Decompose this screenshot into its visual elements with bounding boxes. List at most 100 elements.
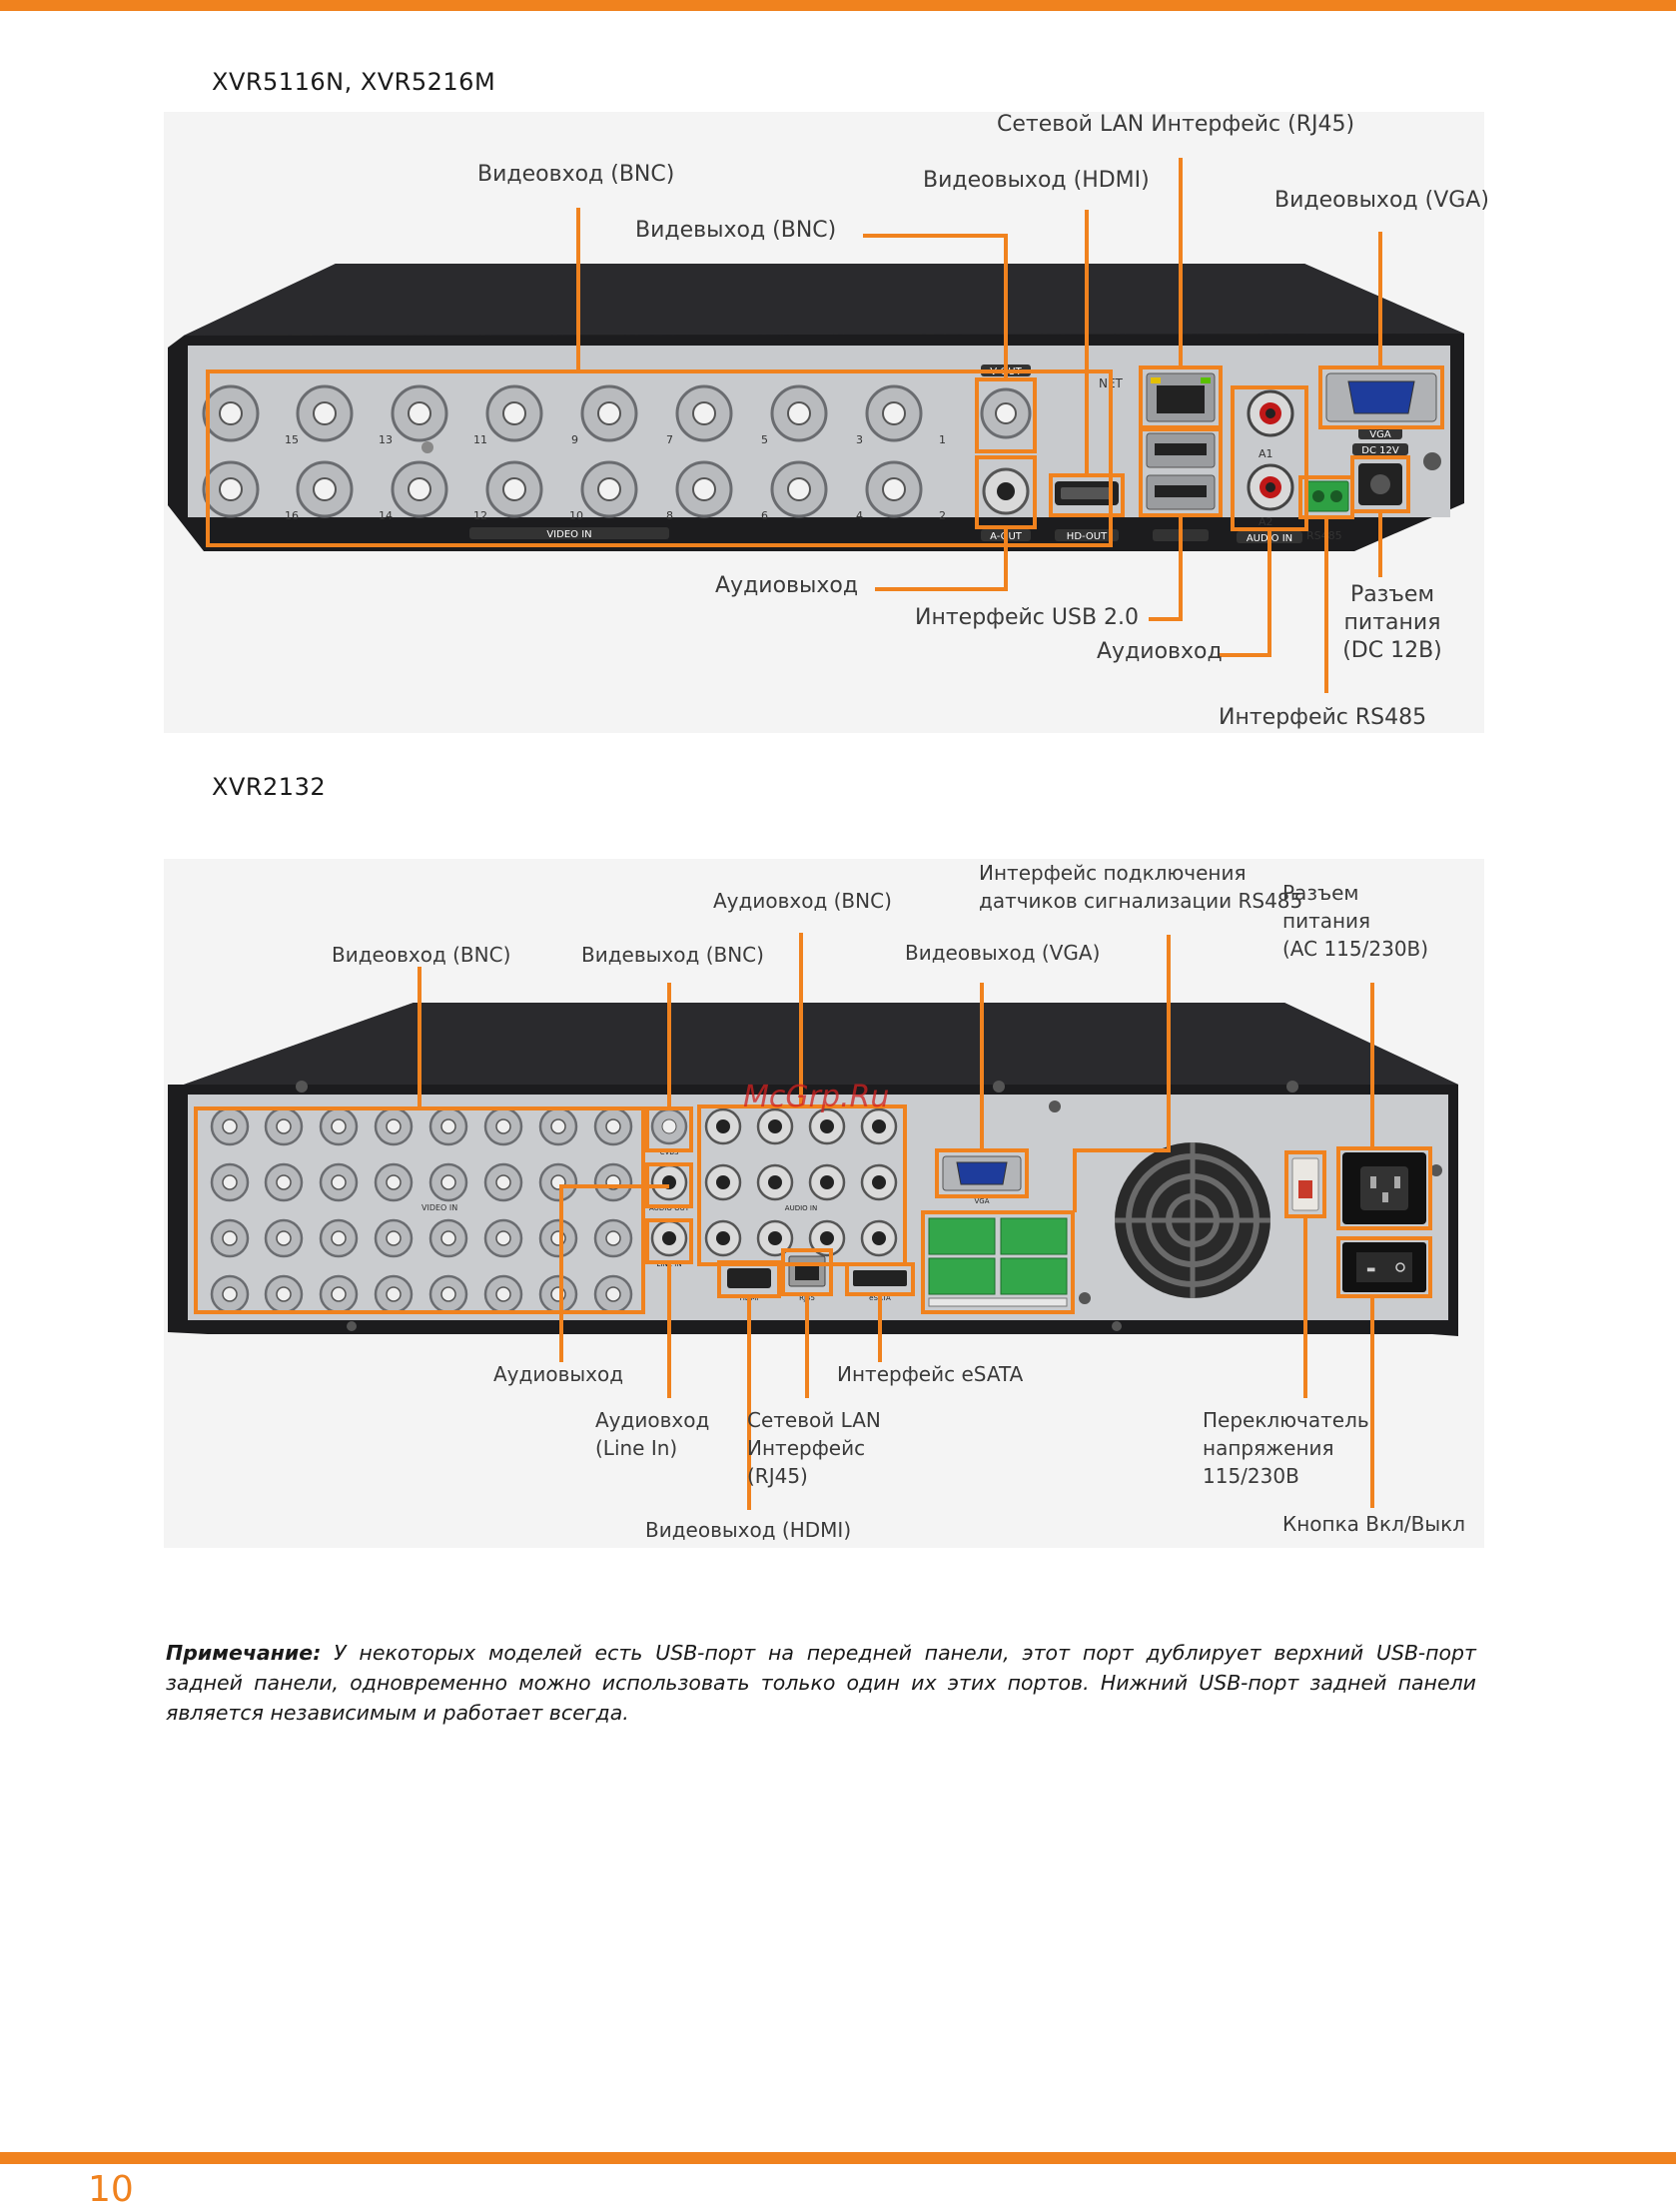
- label-voltage-switch-line: 115/230В: [1203, 1464, 1299, 1488]
- channel-number: 8: [666, 509, 673, 522]
- label-audio-in-bnc: Аудиовход (BNC): [713, 889, 892, 913]
- terminal-block: [928, 1217, 996, 1255]
- audio-in-rca-grid: [704, 1107, 898, 1257]
- bnc-video-out-pin: [995, 402, 1017, 424]
- terminal-label-strip: [928, 1297, 1068, 1307]
- vga-mark-bg: [1358, 427, 1402, 439]
- highlight-power-button: [1336, 1236, 1432, 1298]
- label-vga-out: Видеовыход (VGA): [905, 941, 1101, 965]
- chassis-top: [184, 264, 1464, 336]
- usb-port-lower-socket: [1155, 485, 1207, 497]
- output-column: [650, 1107, 688, 1257]
- label-power: Разъем питания (DC 12В): [1332, 581, 1452, 665]
- power-symbol-on: ▬: [1366, 1264, 1375, 1275]
- label-power-line: (DC 12В): [1342, 638, 1442, 663]
- vga-mark: VGA: [974, 1197, 989, 1205]
- cooling-fan: [1115, 1142, 1270, 1298]
- screw: [993, 1081, 1005, 1093]
- vga-port: [956, 1161, 1008, 1185]
- screw: [1430, 1164, 1442, 1176]
- screw: [1286, 1081, 1298, 1093]
- label-power-line: питания: [1282, 909, 1371, 933]
- rj45-port-socket: [795, 1262, 819, 1280]
- rj45-led-right: [1201, 377, 1211, 383]
- alarm-terminal-blocks: [928, 1217, 1068, 1307]
- hd-out-mark: HD-OUT: [1067, 531, 1108, 542]
- screw: [296, 1081, 308, 1093]
- label-power-line: Разъем: [1349, 582, 1435, 607]
- video-in-mark-bg: [469, 527, 669, 539]
- rs485-mark: RS485: [1306, 529, 1342, 542]
- label-audio-out: Аудиовыход: [493, 1362, 624, 1386]
- a1-mark: A1: [1258, 447, 1273, 460]
- power-symbol-off: [1395, 1262, 1405, 1272]
- channel-number: 12: [473, 509, 487, 522]
- rj45-led-left: [1151, 377, 1161, 383]
- dc-power-jack-pin: [1370, 474, 1390, 494]
- leader-audio-in: [1219, 529, 1271, 657]
- channel-number: 13: [379, 433, 393, 446]
- label-esata: Интерфейс eSATA: [837, 1362, 1024, 1386]
- terminal-screw: [1330, 490, 1342, 502]
- label-hdmi-out: Видеовыход (HDMI): [645, 1518, 852, 1542]
- label-rs485-line: датчиков сигнализации RS485: [979, 889, 1303, 913]
- label-vga-out: Видеовыход (VGA): [1274, 188, 1489, 213]
- label-voltage-switch: Переключатель напряжения 115/230В: [1203, 1406, 1412, 1490]
- vga-port: [1347, 380, 1415, 414]
- screw: [1423, 452, 1441, 470]
- power-button-rocker: [1356, 1252, 1412, 1282]
- channel-number: 4: [856, 509, 863, 522]
- leader-rs485: [1073, 935, 1171, 1212]
- note-text: У некоторых моделей есть USB-порт на пер…: [166, 1641, 1476, 1725]
- label-rs485-line: Интерфейс подключения: [979, 861, 1247, 885]
- label-power-line: (AC 115/230В): [1282, 937, 1429, 961]
- leader-audio-out: [559, 1184, 669, 1362]
- label-line-in: Аудиовход (Line In): [595, 1406, 745, 1462]
- label-bnc-out: Видевыход (BNC): [581, 943, 764, 967]
- hdmi-port: [727, 1268, 771, 1288]
- label-power-button: Кнопка Вкл/Выкл: [1282, 1512, 1465, 1536]
- voltage-switch-lever: [1298, 1180, 1312, 1198]
- rca-audio-in-a2-pin: [1265, 482, 1275, 492]
- channel-number: 9: [571, 433, 578, 446]
- channel-number: 16: [285, 509, 299, 522]
- screw: [1079, 1292, 1091, 1304]
- esata-port: [853, 1270, 907, 1286]
- bnc-row-bottom: [202, 460, 923, 518]
- channel-number: 10: [569, 509, 583, 522]
- label-usb: Интерфейс USB 2.0: [915, 605, 1140, 630]
- screw: [1112, 1321, 1122, 1331]
- label-line-in-line: (Line In): [595, 1436, 678, 1460]
- screw: [347, 1321, 357, 1331]
- label-lan: Сетевой LAN Интерфейс (RJ45): [997, 112, 1355, 137]
- bnc-cvbs-out-pin: [661, 1118, 677, 1134]
- channel-number: 14: [379, 509, 393, 522]
- label-voltage-switch-line: напряжения: [1203, 1436, 1334, 1460]
- audio-in-mark: AUDIO IN: [785, 1204, 817, 1212]
- rca-audio-out-pin: [997, 482, 1015, 500]
- channel-number: 3: [856, 433, 863, 446]
- usb-port-upper-socket: [1155, 443, 1207, 455]
- leader-lines: [576, 158, 1382, 693]
- note-paragraph: Примечание: У некоторых моделей есть USB…: [166, 1638, 1476, 1728]
- ac-pin: [1394, 1176, 1400, 1188]
- label-audio-out: Аудиовыход: [715, 573, 859, 598]
- bnc-grid-32: [210, 1106, 633, 1314]
- terminal-block: [1000, 1257, 1068, 1295]
- label-audio-in: Аудиовход: [1097, 639, 1223, 664]
- label-power: Разъем питания (AC 115/230В): [1282, 879, 1462, 963]
- terminal-screw: [1312, 490, 1324, 502]
- label-power-line: Разъем: [1282, 881, 1359, 905]
- hdmi-port-inner: [1061, 487, 1113, 499]
- channel-numbers-top: 15 13 11 9 7 5 3 1: [285, 433, 946, 446]
- top-accent-bar: [0, 0, 1676, 11]
- channel-number: 7: [666, 433, 673, 446]
- terminal-block: [928, 1257, 996, 1295]
- highlight-video-in: [206, 369, 1113, 547]
- channel-numbers-bottom: 16 14 12 10 8 6 4 2: [285, 509, 946, 522]
- chassis-top: [184, 1003, 1458, 1085]
- video-in-mark: VIDEO IN: [421, 1203, 457, 1212]
- video-in-mark: VIDEO IN: [546, 529, 591, 540]
- label-video-in: Видеовход (BNC): [477, 162, 675, 187]
- ac-pin: [1382, 1192, 1388, 1202]
